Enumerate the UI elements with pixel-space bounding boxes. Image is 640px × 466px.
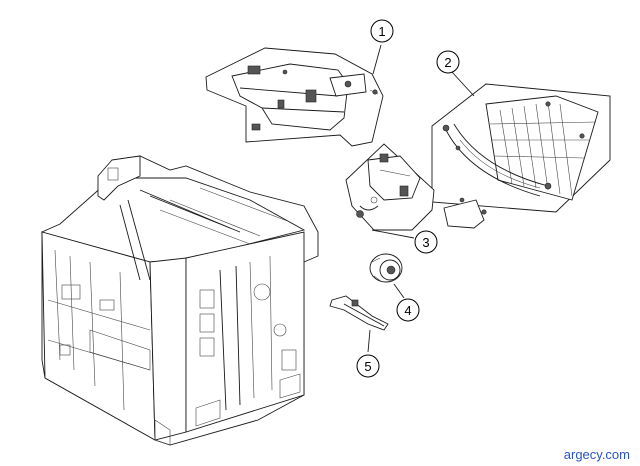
part-group-1 xyxy=(205,44,384,147)
callout-2-label: 2 xyxy=(444,55,451,70)
part-group-3 xyxy=(345,143,487,239)
callout-3: 3 xyxy=(414,230,438,254)
callout-1: 1 xyxy=(370,19,394,43)
callout-5-label: 5 xyxy=(364,359,371,374)
callout-5: 5 xyxy=(356,354,380,378)
callout-4-label: 4 xyxy=(404,303,411,318)
printer-frame xyxy=(40,155,319,446)
callout-4: 4 xyxy=(396,298,420,322)
callout-3-label: 3 xyxy=(422,235,429,250)
watermark-text: argecy.com xyxy=(563,447,630,462)
part-5-shaft xyxy=(329,295,389,353)
callout-1-label: 1 xyxy=(378,24,385,39)
part-4-roller xyxy=(369,253,405,299)
callout-2: 2 xyxy=(436,50,460,74)
part-group-2 xyxy=(431,71,611,213)
